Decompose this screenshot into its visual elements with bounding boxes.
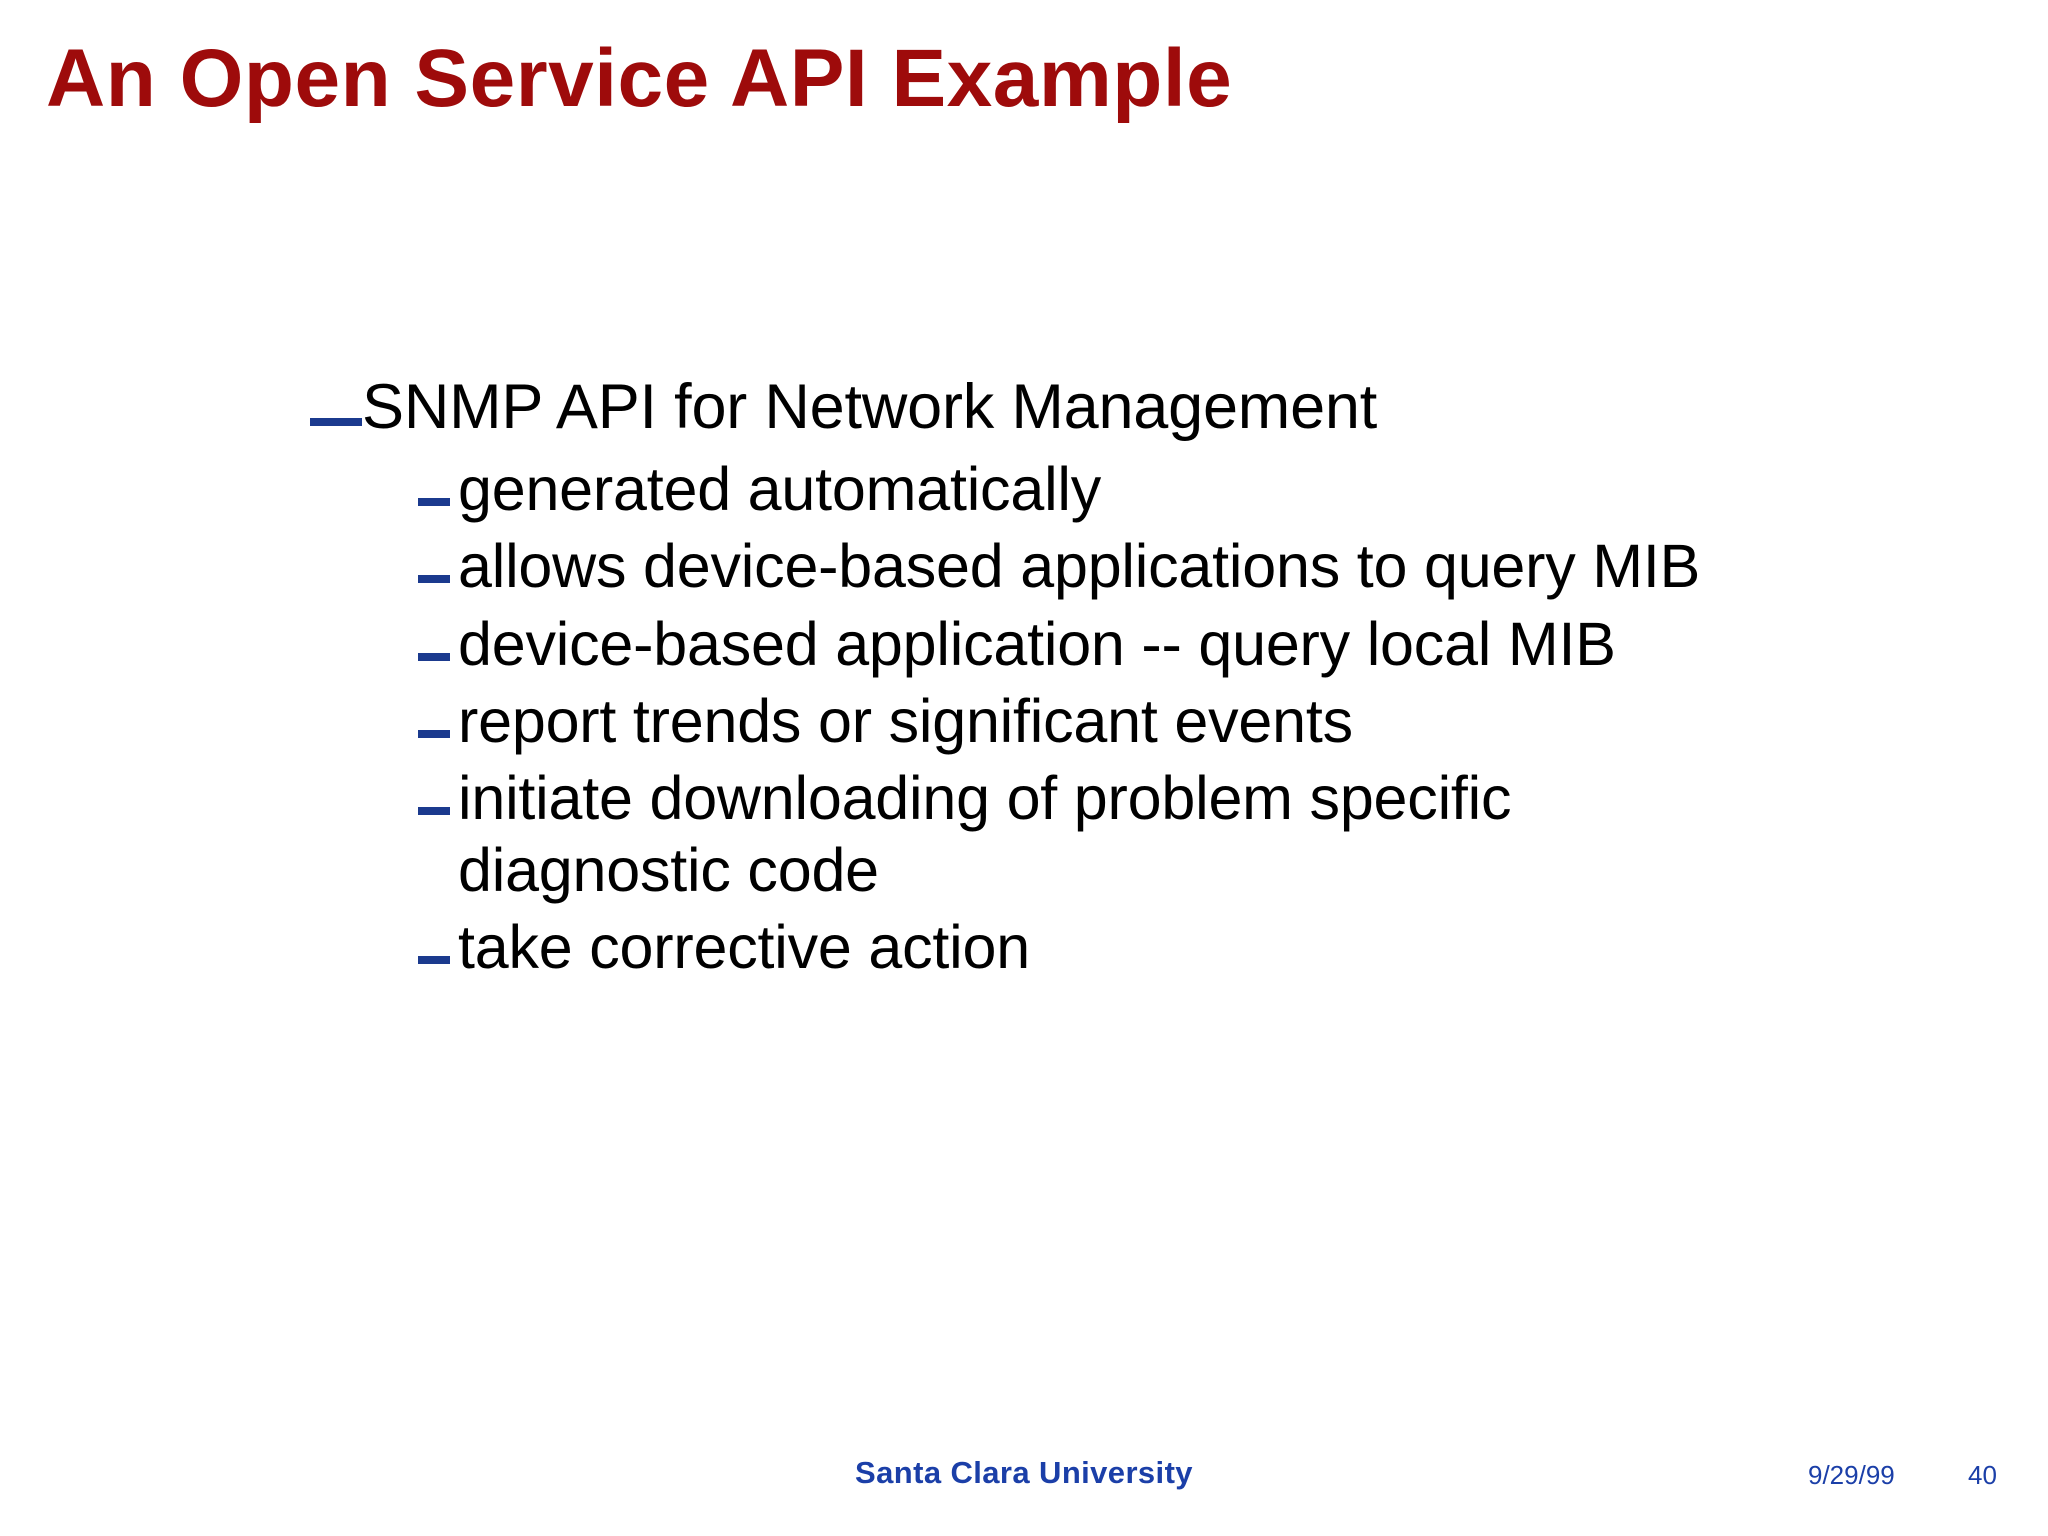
en-dash-bullet-icon (412, 609, 458, 679)
bullet-level2: generated automatically (412, 454, 2000, 525)
bullet-level2-label: report trends or significant events (458, 687, 1353, 756)
footer-organization: Santa Clara University (855, 1455, 1193, 1490)
bullet-level2: allows device-based applications to quer… (412, 531, 2000, 602)
en-dash-bullet-icon (412, 912, 458, 982)
slide-body: SNMP API for Network Management generate… (300, 372, 2000, 990)
page-title: An Open Service API Example (46, 33, 1233, 124)
bullet-level2: initiate downloading of problem specific… (412, 763, 2000, 906)
bullet-level2-label: initiate downloading of problem specific… (458, 764, 1512, 904)
em-dash-bullet-icon (300, 372, 362, 444)
bullet-level1: SNMP API for Network Management (300, 372, 2000, 444)
en-dash-bullet-icon (412, 686, 458, 756)
bullet-level2-label: take corrective action (458, 913, 1030, 982)
footer-page-number: 40 (1968, 1460, 1997, 1490)
bullet-level2-label: allows device-based applications to quer… (458, 532, 1701, 601)
bullet-level1-label: SNMP API for Network Management (362, 372, 1378, 442)
en-dash-bullet-icon (412, 531, 458, 601)
en-dash-bullet-icon (412, 454, 458, 524)
bullet-level2-label: generated automatically (458, 455, 1102, 523)
bullet-level2: take corrective action (412, 912, 2000, 983)
bullet-level2: report trends or significant events (412, 686, 2000, 757)
bullet-level2-label: device-based application -- query local … (458, 609, 1616, 678)
bullet-level2: device-based application -- query local … (412, 609, 2000, 680)
footer-date: 9/29/99 (1808, 1460, 1895, 1490)
en-dash-bullet-icon (412, 763, 458, 833)
